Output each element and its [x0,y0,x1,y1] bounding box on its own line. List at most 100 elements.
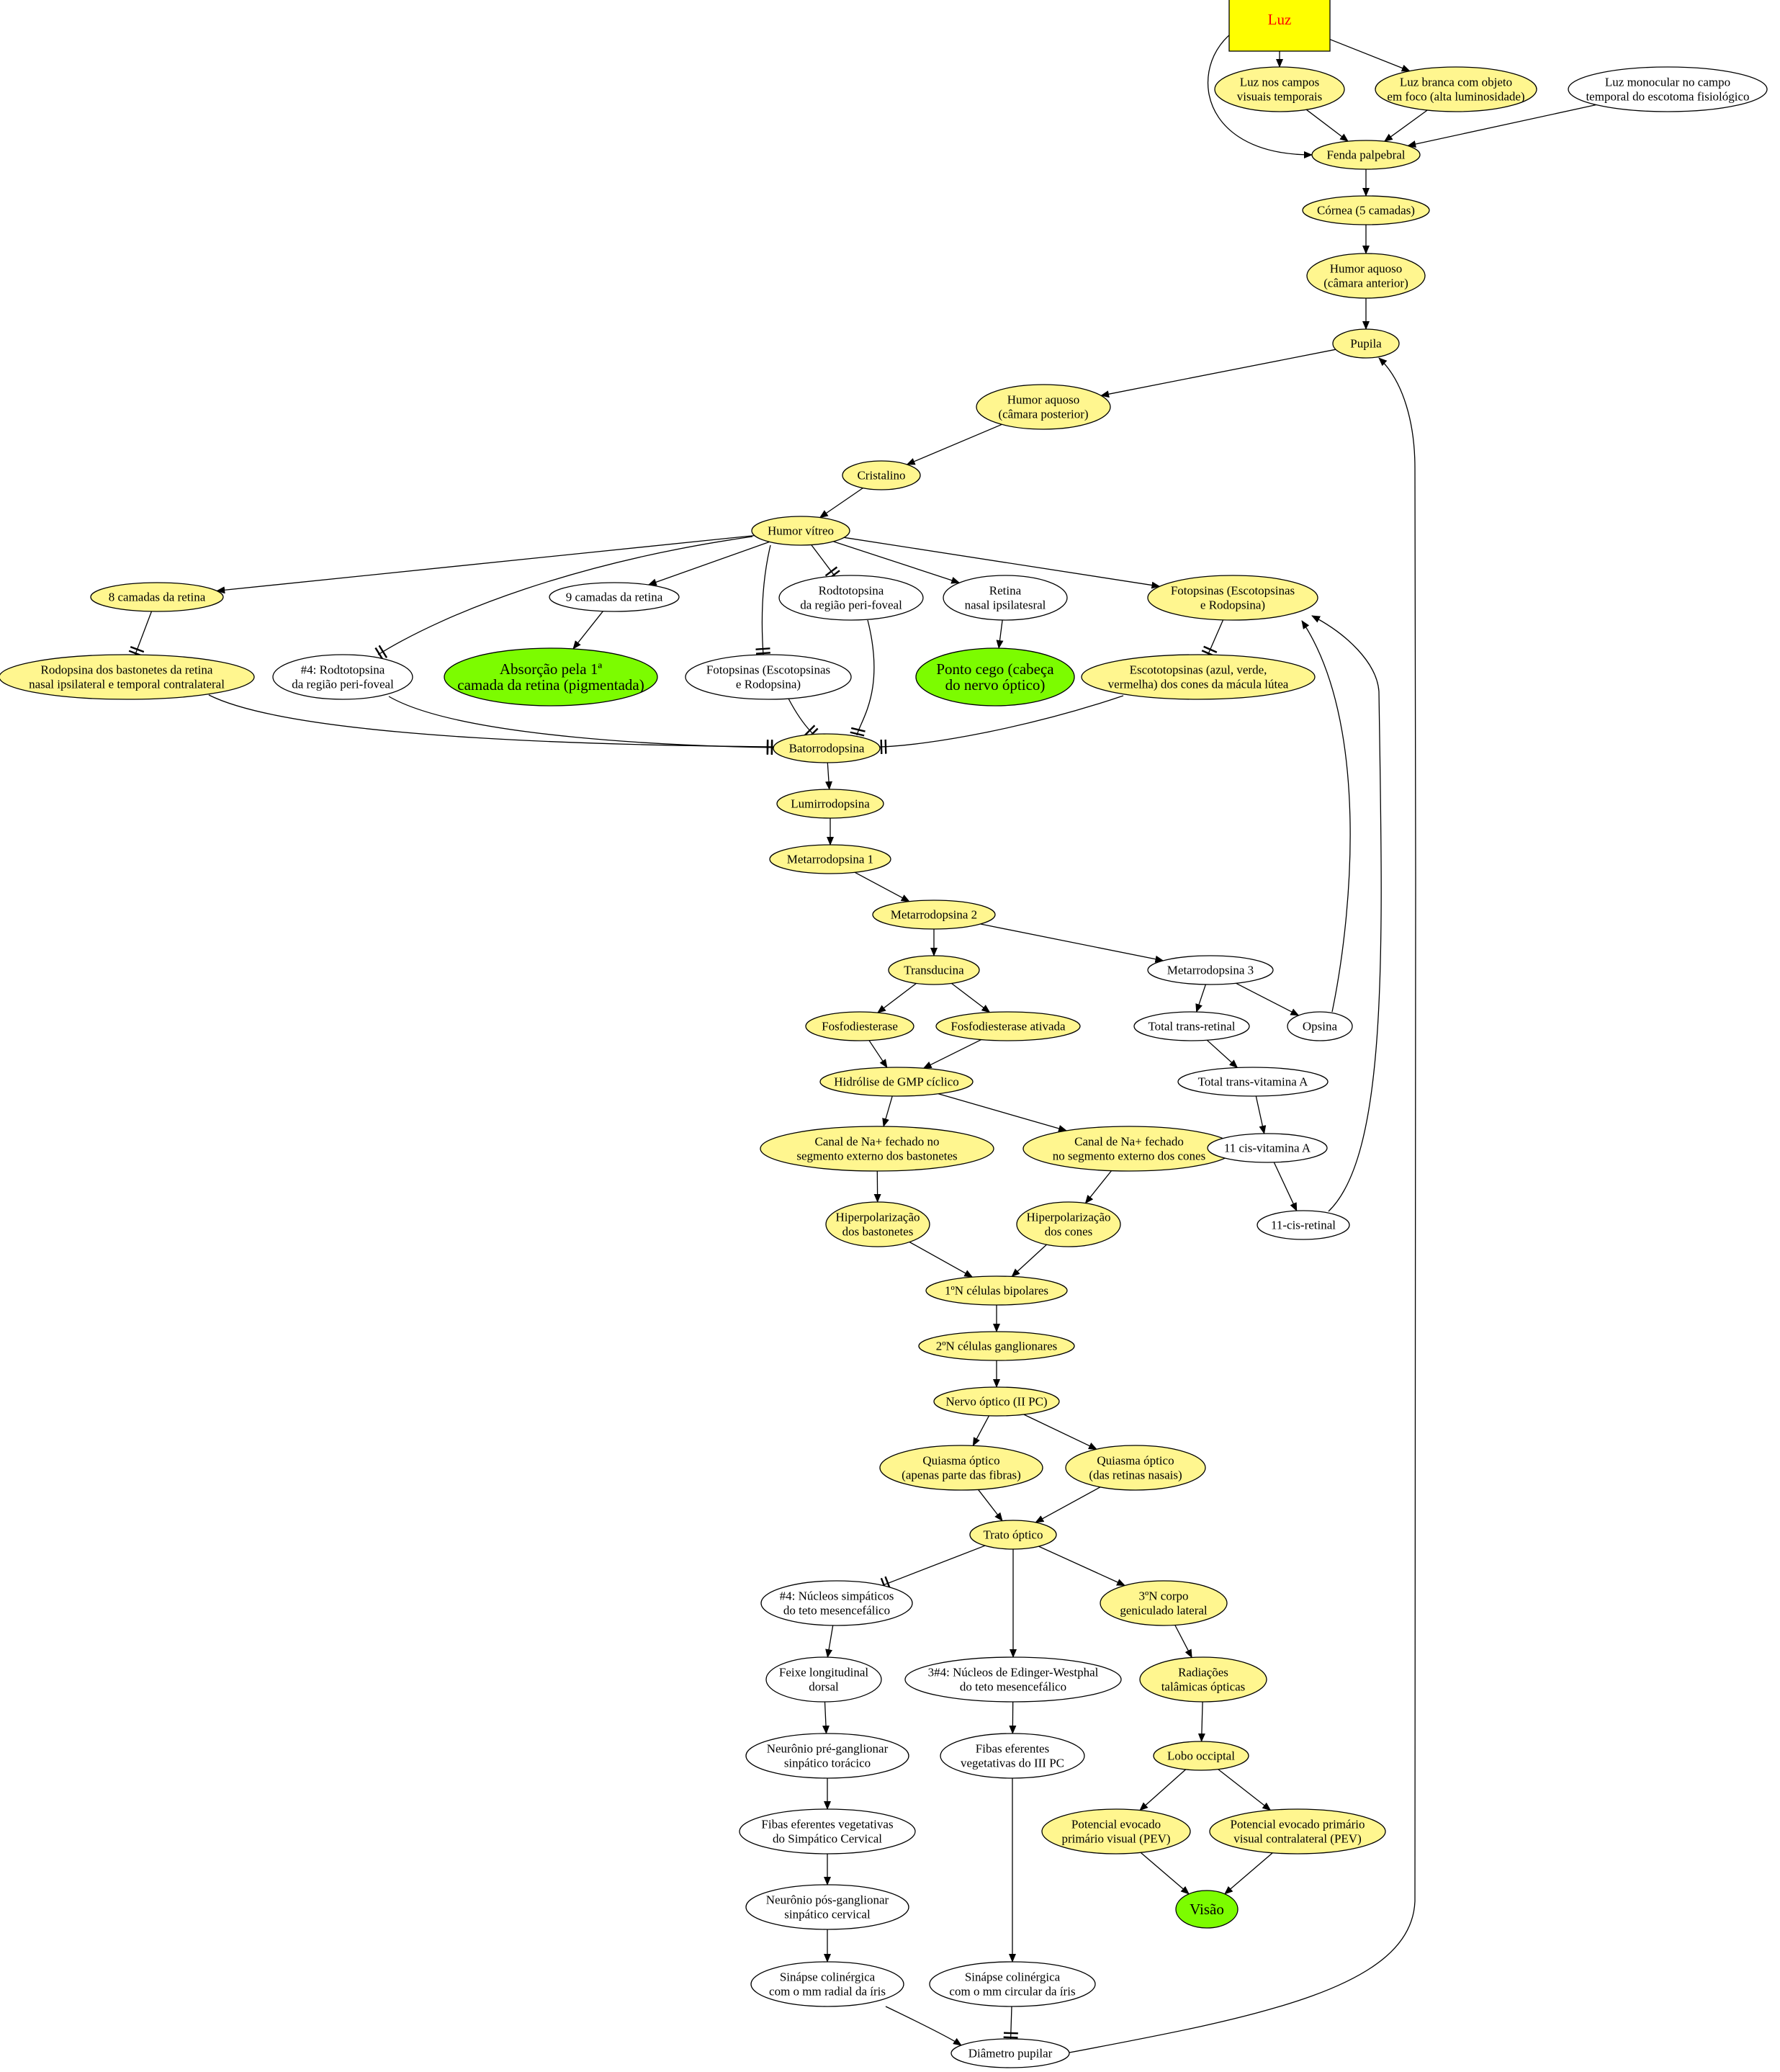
node-label: #4: Rodtotopsina [301,663,385,677]
edge-sinapse_circ-to-diametro [1003,2006,1018,2040]
node-label: Neurônio pós-ganglionar [766,1893,889,1907]
node-label: Lobo occiptal [1167,1749,1235,1763]
node-ellipse [918,1331,1075,1361]
node-ellipse [1147,575,1318,621]
node-ellipse [1041,1808,1191,1855]
edge-vitreo-to-rodto4 [374,536,753,661]
node-ellipse [1139,1656,1267,1703]
node-ellipse [1214,66,1345,112]
node-label: segmento externo dos bastonetes [796,1149,957,1163]
edge-pev1-to-visao [1140,1852,1190,1895]
node-label: sinpático cervical [784,1908,871,1921]
node-oito_camadas: 8 camadas da retina [90,582,224,612]
node-label: Luz branca com objeto [1400,76,1512,89]
edge-feixe-to-neuronio_pre [822,1701,830,1734]
node-label: em foco (alta luminosidade) [1387,90,1524,104]
node-ellipse [1081,654,1316,700]
node-ellipse [925,1275,1068,1306]
node-label: primário visual (PEV) [1061,1832,1170,1846]
node-label: (apenas parte das fibras) [902,1468,1021,1482]
edge-total_vitA-to-cis_vitA [1255,1095,1267,1134]
node-label: Luz nos campos [1240,76,1319,89]
edge-vitreo-to-oito_camadas [216,534,755,594]
edge-pupila-to-humor_post [1100,349,1336,398]
edge-luz-to-luz_branca [1329,39,1411,72]
node-label: do teto mesencefálico [783,1604,890,1618]
node-cis_ret: 11-cis-retinal [1257,1210,1350,1240]
node-ellipse [760,1126,994,1172]
edge-total_trans-to-total_vitA [1206,1039,1239,1069]
edge-quiasma2-to-trato [1035,1486,1101,1523]
node-ellipse [1207,1133,1328,1163]
node-ellipse [778,575,924,621]
node-label: Escototopsinas (azul, verde, [1130,663,1267,677]
node-pupila: Pupila [1332,328,1400,359]
node-quiasma1: Quiasma óptico(apenas parte das fibras) [879,1445,1043,1491]
edge-canal_cones-to-hiper_cones [1084,1170,1112,1204]
node-label: Fosfodiesterase ativada [950,1020,1066,1033]
node-label: Luz monocular no campo [1605,76,1730,89]
node-label: Transducina [904,964,964,977]
edge-nove_camadas-to-absorcao [572,611,603,650]
node-label: Metarrodopsina 1 [787,853,873,866]
node-label: Quiasma óptico [922,1454,999,1468]
node-label: 11-cis-retinal [1271,1219,1336,1232]
node-label: Canal de Na+ fechado no [815,1135,940,1149]
node-ellipse [760,1580,913,1626]
node-ellipse [769,844,891,874]
node-cis_vitA: 11 cis-vitamina A [1207,1133,1328,1163]
node-ellipse [1209,1808,1386,1855]
edge-meta3-to-total_trans [1195,984,1207,1013]
edge-oito_camadas-to-rodopsina_bast [128,611,153,657]
node-label: (câmara anterior) [1323,277,1408,290]
node-label: Diâmetro pupilar [968,2047,1053,2060]
node-ellipse [1311,140,1421,170]
node-ellipse [935,1011,1081,1041]
node-label: vegetativas do III PC [961,1757,1064,1770]
node-ellipse [739,1808,916,1855]
node-label: Hiperpolarização [1026,1211,1110,1224]
node-fosfo_at: Fosfodiesterase ativada [935,1011,1081,1041]
node-label: Lumirrodopsina [791,797,870,811]
edge-cis_vitA-to-cis_ret [1273,1162,1298,1212]
edge-rodto4-to-bato [388,696,774,755]
node-ellipse [1147,955,1274,985]
edge-cis_ret-to-foto_y [1311,615,1382,1212]
node-label: 2ºN células ganglionares [936,1340,1058,1353]
edge-lobo-to-pev2 [1218,1769,1272,1811]
node-lobo: Lobo occiptal [1153,1741,1249,1771]
node-label: Luz [1268,11,1292,28]
node-meta1: Metarrodopsina 1 [769,844,891,874]
edge-foto_y-to-escoto [1201,619,1224,658]
node-humor_post: Humor aquoso(câmara posterior) [976,384,1111,430]
edge-hiper_bast-to-bipolares [909,1241,974,1278]
node-label: Nervo óptico (II PC) [945,1395,1047,1409]
node-label: Neurônio pré-ganglionar [767,1742,889,1756]
node-ellipse [1016,1201,1121,1247]
edge-nucleos_simp-to-feixe [825,1625,834,1659]
node-ellipse [750,1961,904,2007]
node-fenda: Fenda palpebral [1311,140,1421,170]
node-label: 8 camadas da retina [109,591,206,604]
node-ellipse [90,582,224,612]
node-ellipse [549,582,680,612]
edge-foto_w-to-bato [788,698,819,740]
node-label: geniculado lateral [1120,1604,1208,1618]
node-label: e Rodopsina) [1200,598,1265,612]
node-label: Trato óptico [984,1528,1043,1542]
node-label: Rodtotopsina [819,584,884,598]
